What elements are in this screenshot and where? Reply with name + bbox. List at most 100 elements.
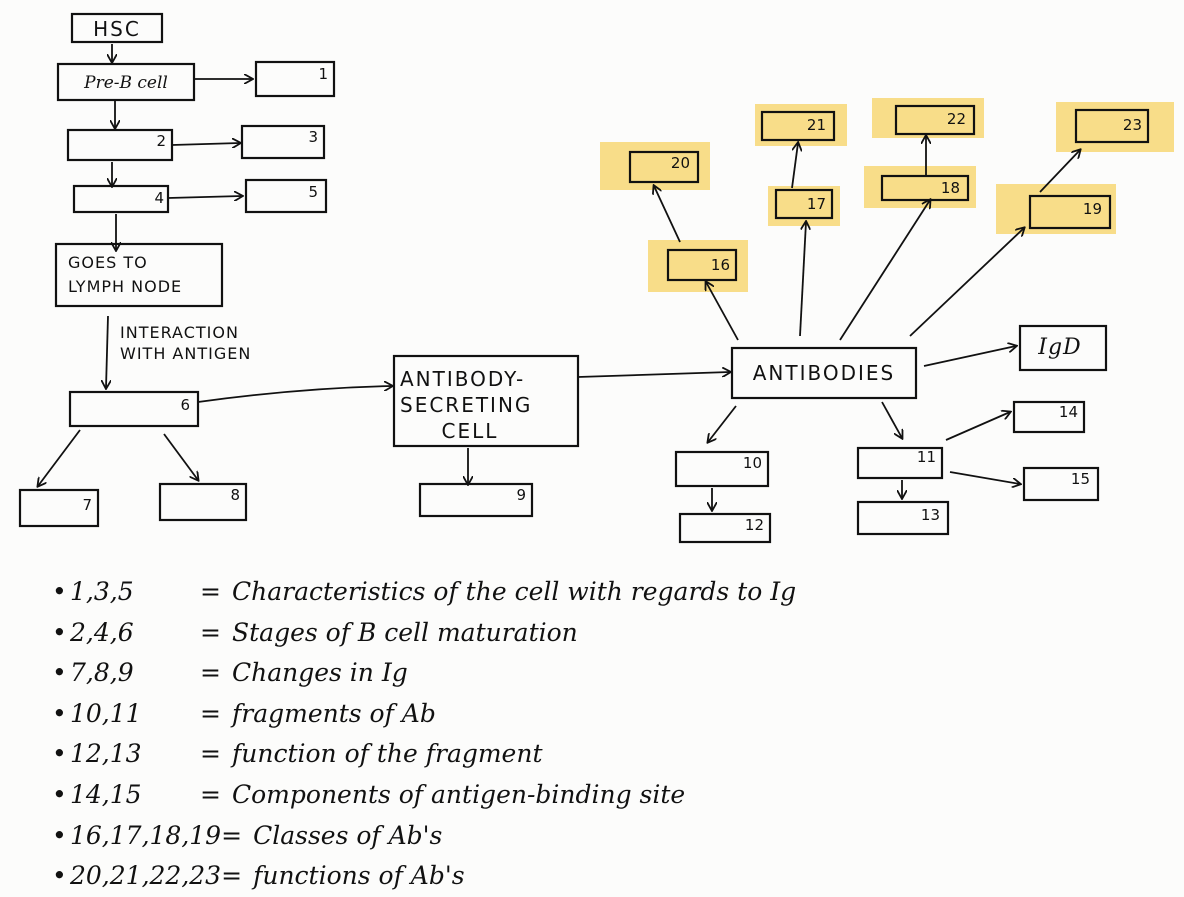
edge-label-interaction-2: WITH ANTIGEN <box>120 344 251 363</box>
node-igd <box>1018 324 1108 372</box>
node-1-label: 1 <box>318 65 328 83</box>
arrow-11-15 <box>949 471 1020 484</box>
legend: •1,3,5=Characteristics of the cell with … <box>52 572 1172 897</box>
legend-equals: = <box>200 617 221 647</box>
node-13-label: 13 <box>921 506 940 524</box>
legend-keys: 7,8,9 <box>70 658 134 688</box>
node-goes-label-1: GOES TO <box>68 253 148 272</box>
node-12 <box>678 512 772 544</box>
arrow-ab-16 <box>706 282 739 341</box>
arrow-4-5 <box>167 196 242 198</box>
bullet: • <box>52 698 67 728</box>
node-14 <box>1012 400 1086 434</box>
b-cell-flowchart: INTERACTION WITH ANTIGEN HSC Pre-B cell … <box>18 12 1174 544</box>
node-23 <box>1074 108 1150 144</box>
legend-equals: = <box>221 820 243 850</box>
node-15-label: 15 <box>1071 470 1090 488</box>
node-11 <box>856 446 944 480</box>
legend-keys: 16,17,18,19 <box>70 820 222 850</box>
node-2-label: 2 <box>156 132 166 150</box>
node-4 <box>72 184 170 214</box>
node-9 <box>418 482 534 518</box>
bullet: • <box>52 779 67 809</box>
legend-item: •20,21,22,23=functions of Ab's <box>52 856 1172 897</box>
node-10-label: 10 <box>743 454 762 472</box>
node-asc-label-2: SECRETING <box>400 393 532 417</box>
node-antibodies-label: ANTIBODIES <box>753 361 896 385</box>
node-17 <box>774 188 834 220</box>
node-6-label: 6 <box>180 396 190 414</box>
arrow-6-asc <box>197 386 392 403</box>
legend-equals: = <box>200 658 221 688</box>
node-17-label: 17 <box>807 195 826 213</box>
arrow-ab-igd <box>923 346 1016 367</box>
node-asc-label-1: ANTIBODY- <box>400 367 525 391</box>
legend-text: Changes in Ig <box>232 658 408 688</box>
legend-text: functions of Ab's <box>253 861 465 891</box>
node-5 <box>244 178 328 214</box>
node-5-label: 5 <box>308 183 318 201</box>
arrow-ab-18 <box>839 200 930 341</box>
node-21 <box>760 110 836 142</box>
legend-text: Stages of B cell maturation <box>232 617 578 647</box>
bullet: • <box>52 658 67 688</box>
legend-keys: 10,11 <box>70 698 142 728</box>
legend-text: Classes of Ab's <box>253 820 443 850</box>
bullet: • <box>52 820 67 850</box>
node-8 <box>158 482 248 522</box>
node-22 <box>894 104 976 136</box>
node-21-label: 21 <box>807 116 826 134</box>
node-20-label: 20 <box>671 154 690 172</box>
node-14-label: 14 <box>1059 403 1078 421</box>
bullet: • <box>52 739 67 769</box>
node-20 <box>628 150 700 184</box>
node-19 <box>1028 194 1112 230</box>
node-13 <box>856 500 950 536</box>
node-7 <box>18 488 100 528</box>
node-22-label: 22 <box>947 110 966 128</box>
node-asc-label-3: CELL <box>442 419 499 443</box>
node-9-label: 9 <box>516 486 526 504</box>
legend-text: Characteristics of the cell with regards… <box>232 577 797 606</box>
arrow-goes-6 <box>106 315 108 388</box>
node-16-label: 16 <box>711 256 730 274</box>
node-4-label: 4 <box>154 189 164 207</box>
node-11-label: 11 <box>917 448 936 466</box>
legend-keys: 20,21,22,23 <box>70 861 222 891</box>
node-1 <box>254 60 336 98</box>
bullet: • <box>52 861 67 891</box>
node-12-label: 12 <box>745 516 764 534</box>
legend-text: Components of antigen-binding site <box>232 779 686 809</box>
legend-keys: 14,15 <box>70 779 142 809</box>
arrow-16-20 <box>654 186 681 243</box>
arrow-11-14 <box>945 412 1010 441</box>
bullet: • <box>52 577 67 606</box>
node-igd-label: IgD <box>1037 335 1081 360</box>
arrow-6-8 <box>163 433 198 480</box>
legend-equals: = <box>200 698 221 728</box>
node-hsc-label: HSC <box>93 17 141 41</box>
bullet: • <box>52 617 67 647</box>
legend-keys: 1,3,5 <box>70 577 134 606</box>
node-15 <box>1022 466 1100 502</box>
node-2 <box>66 128 174 162</box>
highlight-16 <box>648 240 748 292</box>
node-hsc <box>70 12 164 44</box>
legend-item: •1,3,5=Characteristics of the cell with … <box>52 572 1172 613</box>
legend-item: •2,4,6=Stages of B cell maturation <box>52 613 1172 654</box>
node-3-label: 3 <box>308 128 318 146</box>
legend-text: function of the fragment <box>232 739 543 769</box>
arrow-asc-antibodies <box>577 372 730 378</box>
legend-item: •10,11=fragments of Ab <box>52 694 1172 735</box>
node-3 <box>240 124 326 160</box>
node-7-label: 7 <box>82 496 92 514</box>
node-6 <box>68 390 200 428</box>
arrow-19-23 <box>1039 150 1080 193</box>
legend-equals: = <box>200 739 221 769</box>
node-16 <box>666 248 738 282</box>
highlight-group <box>600 98 1174 292</box>
highlight-19 <box>996 184 1116 234</box>
node-10 <box>674 450 770 488</box>
node-19-label: 19 <box>1083 200 1102 218</box>
edge-label-interaction-1: INTERACTION <box>120 323 239 342</box>
